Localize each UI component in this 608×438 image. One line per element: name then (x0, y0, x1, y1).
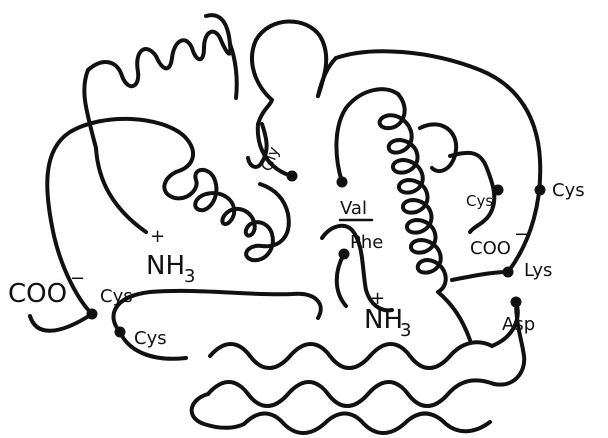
svg-text:+: + (150, 226, 165, 247)
lys-dot (503, 267, 514, 278)
beta-turn-left (192, 394, 244, 428)
svg-text:−: − (70, 268, 85, 289)
left-terminus-strand (96, 148, 146, 232)
middle-left-helix (164, 170, 288, 260)
phe-dot (339, 249, 350, 260)
val-label: Val (340, 198, 367, 219)
lys-strand (452, 272, 508, 280)
asp-dot (511, 297, 522, 308)
phe-left-strand (337, 254, 346, 306)
val-dot (337, 177, 348, 188)
svg-text:3: 3 (400, 320, 411, 341)
svg-text:−: − (514, 224, 529, 245)
svg-text:3: 3 (184, 266, 195, 287)
cys-right-dot (535, 185, 546, 196)
nh3-center-label: + NH 3 (364, 288, 411, 341)
gly-dot (287, 171, 298, 182)
cys-right-label: Cys (552, 180, 585, 201)
nh3-left-label: + NH 3 (146, 226, 195, 287)
coo-left-label: COO − (8, 268, 85, 309)
cys-left-label: Cys (100, 286, 133, 307)
central-to-asp (438, 292, 470, 340)
beta-strand-2 (208, 380, 494, 406)
beta-strand-3 (244, 414, 490, 434)
svg-text:NH: NH (364, 305, 403, 335)
beta-strand-1 (210, 342, 492, 368)
svg-text:COO: COO (8, 279, 67, 309)
top-left-helix-link (84, 70, 96, 148)
cys-left-dot (87, 309, 98, 320)
cys-inner-dot (493, 185, 504, 196)
cys-inner-label: Cys (466, 192, 493, 210)
cys-bottom-left-label: Cys (134, 328, 167, 349)
phe-label: Phe (350, 232, 383, 253)
cys-bottom-left-dot (115, 327, 126, 338)
lys-label: Lys (524, 260, 552, 281)
middle-left-helix-tail (260, 184, 288, 214)
svg-text:COO: COO (470, 238, 511, 259)
top-left-helix (88, 15, 230, 86)
asp-label: Asp (502, 314, 535, 335)
central-helix-right-loop (420, 124, 456, 171)
lower-left-strand (113, 291, 320, 332)
top-left-helix-tail (230, 44, 237, 98)
svg-text:NH: NH (146, 251, 185, 281)
val-arch (336, 89, 398, 182)
